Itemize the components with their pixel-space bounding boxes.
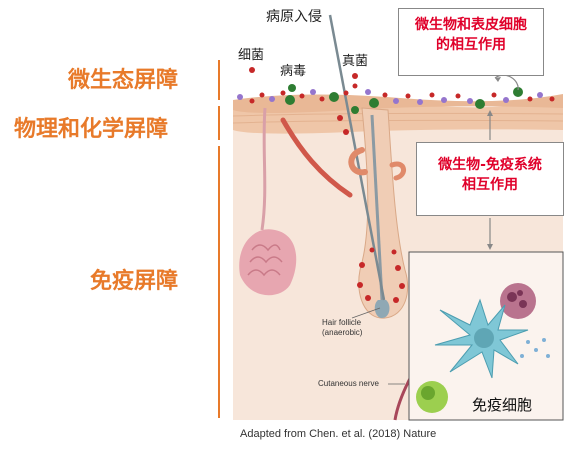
surface-microbes: [237, 83, 555, 109]
box1-line2: 的相互作用: [436, 37, 506, 53]
pathogen-invasion-label: 病原入侵: [266, 9, 322, 25]
immune-cells-label: 免疫细胞: [472, 396, 533, 414]
microbe-immune-interaction-box: 微生物-免疫系统 相互作用: [416, 142, 564, 216]
microbe-epithelial-interaction-box: 微生物和表皮细胞 的相互作用: [398, 8, 544, 76]
virus-label: 病毒: [280, 64, 307, 79]
cutaneous-nerve-label: Cutaneous nerve: [318, 379, 379, 388]
box2-line2: 相互作用: [462, 177, 518, 193]
physical-chemical-barrier-label: 物理和化学屏障: [14, 117, 169, 142]
box1-line1: 微生物和表皮细胞: [415, 17, 527, 33]
dendritic-cell: [434, 298, 529, 379]
hair-follicle-line2: (anaerobic): [322, 328, 363, 337]
hair-shaft: [328, 14, 386, 301]
blood-vessel: [280, 117, 353, 198]
bacteria-label: 细菌: [238, 48, 265, 63]
epidermal-microbes: [337, 106, 359, 135]
physical-bracket: [218, 106, 220, 140]
bacteria-sample: [249, 67, 255, 73]
box2-line1: 微生物-免疫系统: [438, 157, 542, 173]
fungus-sample: [352, 73, 358, 79]
sweat-gland: [239, 229, 297, 296]
virus-sample: [288, 84, 296, 92]
sebaceous-gland: [348, 147, 368, 176]
hair-follicle-label: Hair follicle (anaerobic): [322, 318, 362, 338]
immune-bracket: [218, 146, 220, 418]
source-credit: Adapted from Chen. et al. (2018) Nature: [240, 428, 437, 440]
fungus-label: 真菌: [342, 54, 369, 69]
green-immune-cell: [416, 381, 448, 413]
sweat-duct: [260, 107, 267, 231]
hair-follicle-line1: Hair follicle: [322, 318, 362, 327]
microecology-barrier-label: 微生态屏障: [68, 68, 179, 93]
immune-inset: [408, 251, 564, 421]
follicle-bacteria: [357, 247, 405, 303]
macrophage: [500, 283, 536, 319]
immune-barrier-label: 免疫屏障: [90, 269, 179, 294]
microecology-bracket: [218, 60, 220, 100]
interaction-arrow: [494, 74, 519, 91]
